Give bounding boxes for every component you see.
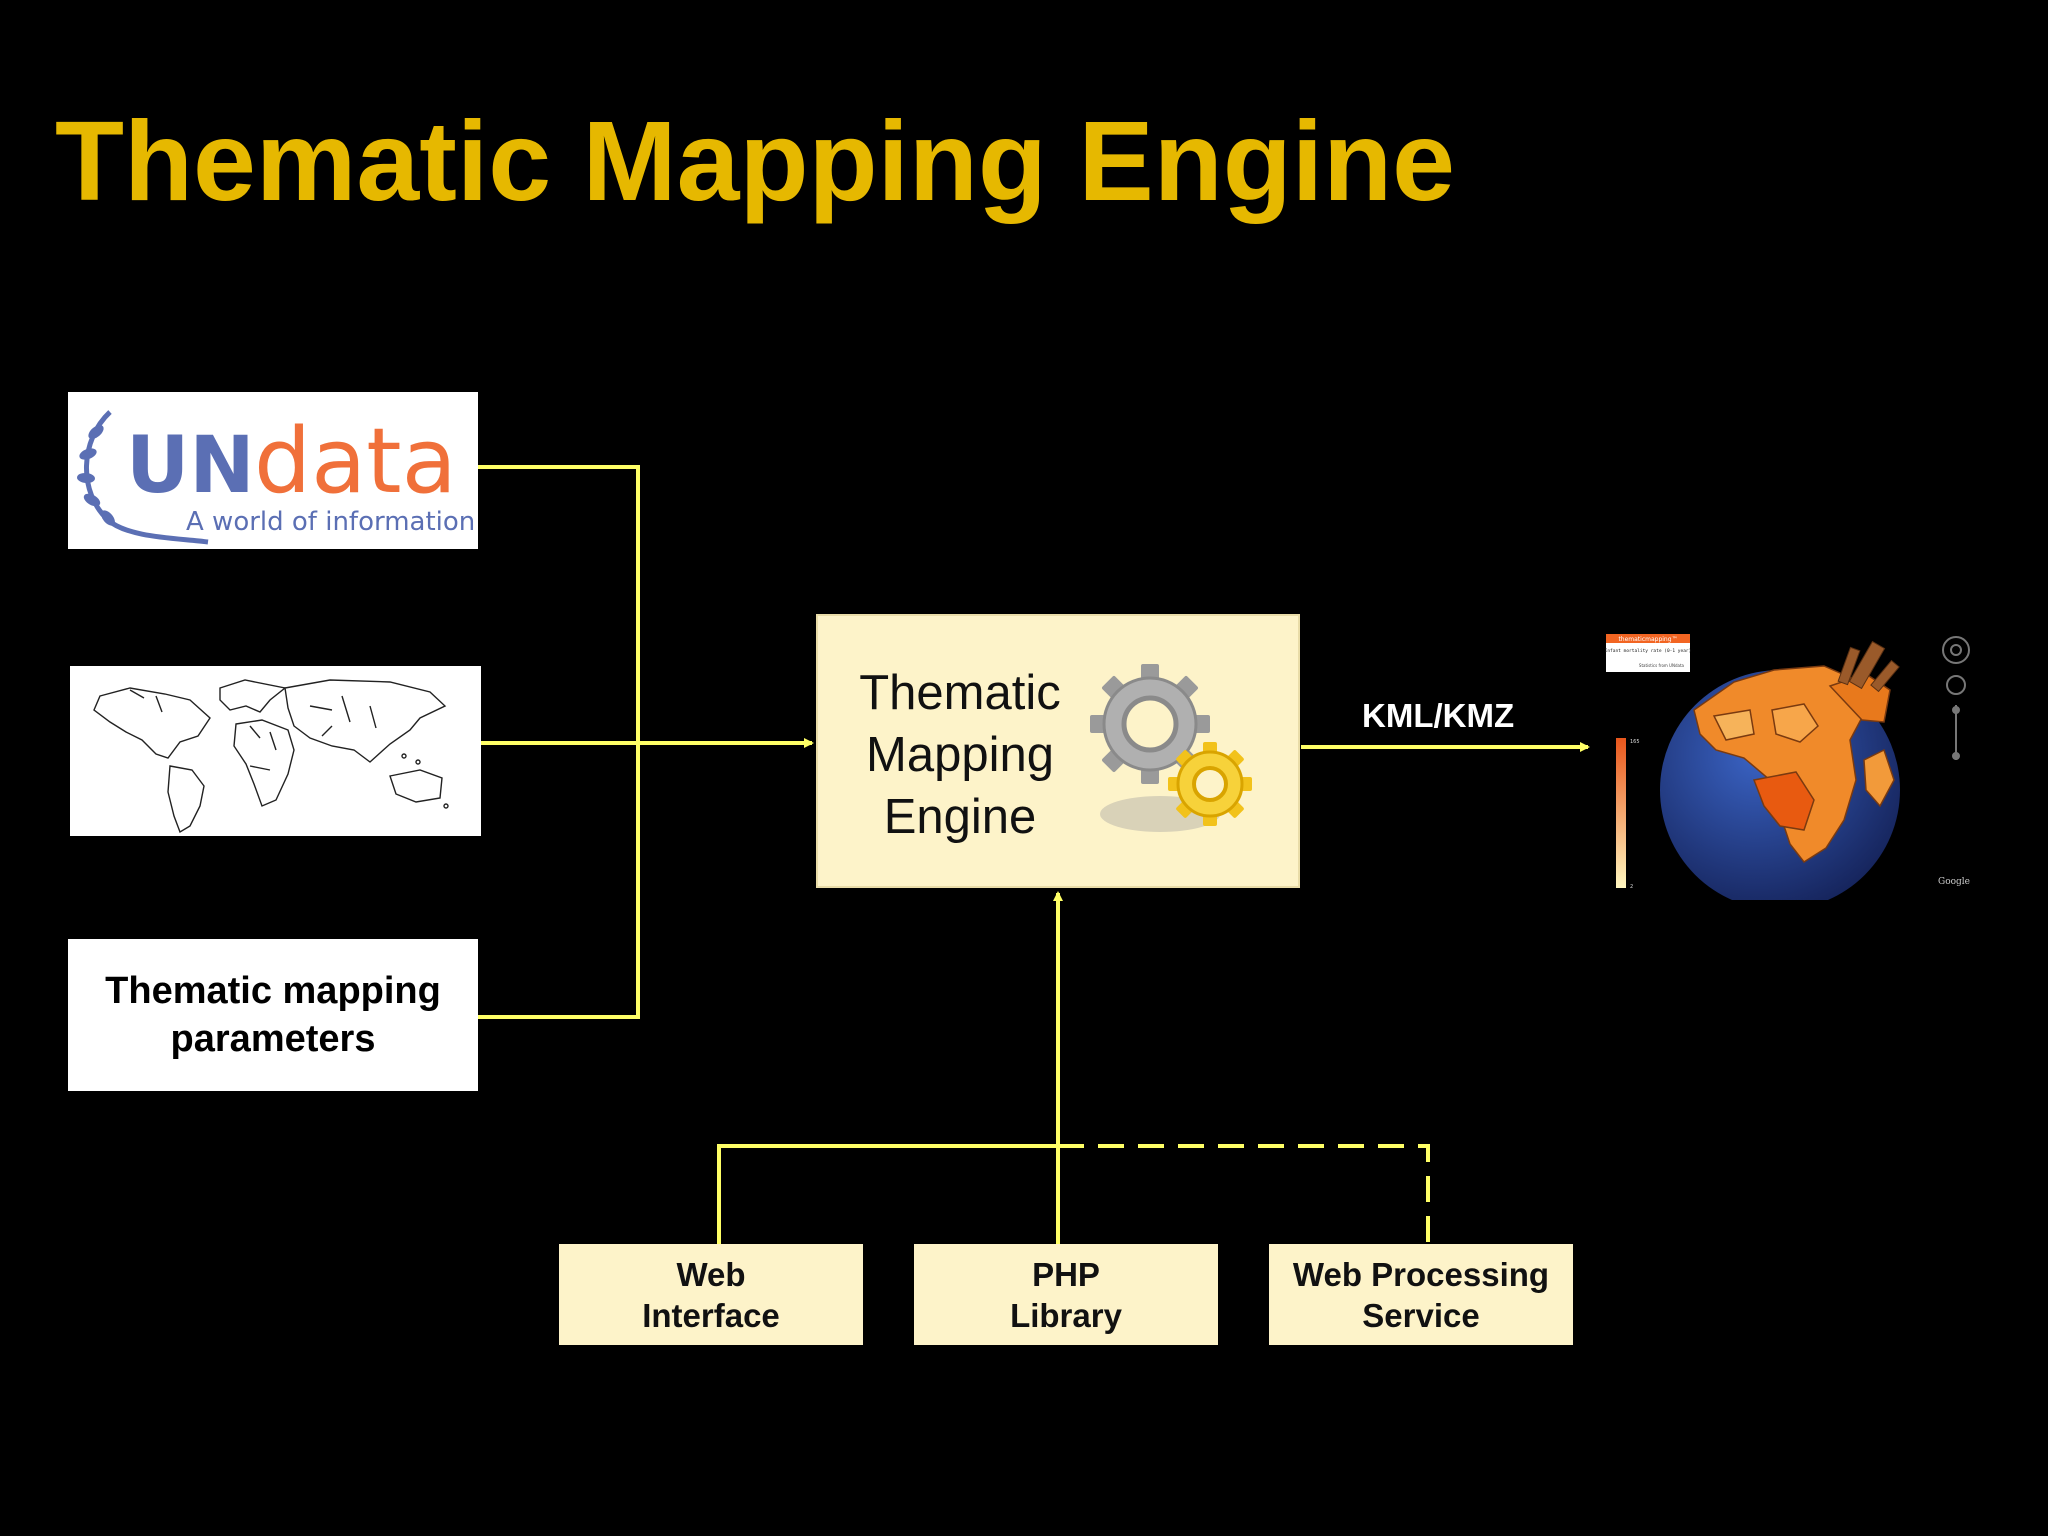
thematicmapping-badge: thematicmapping™ [1618, 636, 1677, 643]
scale-max: 165 [1630, 739, 1640, 745]
php-library-box: PHP Library [914, 1244, 1218, 1345]
undata-brand-un: UN [126, 421, 255, 511]
google-attribution: Google [1938, 877, 1970, 887]
undata-logo: UN data A world of information [68, 392, 478, 549]
world-boundaries-map [70, 666, 481, 836]
web-processing-service-box: Web Processing Service [1269, 1244, 1573, 1345]
gears-icon [1090, 664, 1252, 832]
thematic-globe-output: thematicmapping™ Infant mortality rate (… [1604, 630, 1970, 910]
legend-title: Infant mortality rate (0-1 year) [1605, 648, 1692, 654]
slide-title: Thematic Mapping Engine [55, 98, 1456, 224]
wps-dashed-connector [1058, 1144, 1430, 1244]
color-scale-bar [1616, 738, 1626, 888]
undata-brand-data: data [254, 409, 457, 514]
engine-label: Thematic Mapping Engine [859, 666, 1061, 844]
scale-min: 2 [1630, 884, 1633, 890]
web-interface-connector [717, 1144, 1058, 1244]
undata-tagline: A world of information [186, 507, 475, 537]
thematic-mapping-parameters-box: Thematic mapping parameters [68, 939, 478, 1091]
web-interface-box: Web Interface [559, 1244, 863, 1345]
globe-navigation-controls [1942, 636, 1970, 760]
thematic-mapping-engine-box: Thematic Mapping Engine [816, 614, 1300, 888]
kml-kmz-label: KML/KMZ [1362, 697, 1515, 734]
legend-source: Statistics from UNdata [1639, 663, 1685, 668]
